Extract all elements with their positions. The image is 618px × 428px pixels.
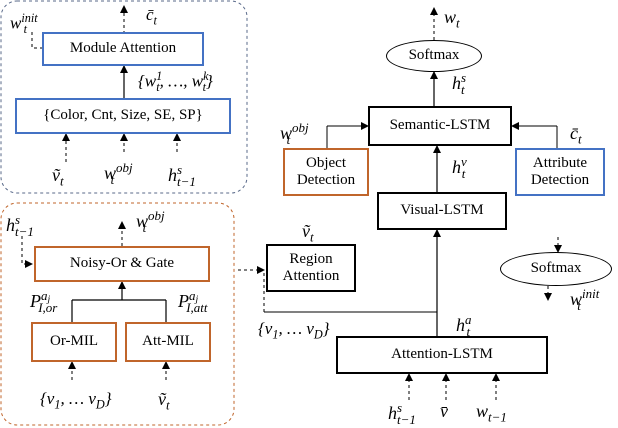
w-prev-label: wt−1	[476, 401, 507, 425]
v-tilde-label: ṽt	[52, 165, 64, 189]
semantic-lstm-box: Semantic-LSTM	[368, 106, 512, 146]
softmax-top-ellipse: Softmax	[386, 40, 482, 72]
att-mil-box: Att-MIL	[125, 322, 211, 362]
mil-group-frame	[0, 202, 235, 426]
w-t-output-label: wt	[444, 7, 460, 31]
h-s-prev-mil-label: hst−1	[6, 212, 34, 239]
h-s-prev-top-label: hst−1	[168, 162, 196, 189]
h-a-label: hat	[456, 312, 472, 339]
attribute-detection-box: Attribute Detection	[515, 148, 605, 196]
w-init-right-label: winitt	[570, 286, 600, 313]
v-set-lstm-label: {v1, … vD}	[258, 319, 330, 342]
c-bar-top-label: c̄t	[146, 5, 157, 28]
v-bar-label: v̄	[440, 401, 448, 421]
arrow-hs-to-noisyor	[21, 236, 33, 268]
p-or-label: PajI,or	[30, 288, 58, 315]
modules-box: {Color, Cnt, Size, SE, SP}	[15, 98, 231, 134]
wk-set-label: {w1t, …, wkt}	[138, 69, 213, 94]
module-group-frame	[0, 0, 248, 194]
or-mil-box: Or-MIL	[31, 322, 117, 362]
softmax-right-ellipse: Softmax	[500, 252, 612, 286]
attention-lstm-box: Attention-LSTM	[336, 336, 548, 374]
h-v-label: hvt	[452, 154, 467, 181]
module-attention-box: Module Attention	[42, 32, 204, 66]
w-obj-mil-label: wobjt	[136, 208, 165, 235]
h-s-label: hst	[452, 70, 467, 97]
w-obj-lstm-label: wobjt	[280, 120, 309, 147]
w-init-label: winitt	[10, 11, 38, 36]
h-s-prev-lstm-label: hst−1	[388, 400, 416, 427]
object-detection-box: Object Detection	[283, 148, 369, 196]
c-bar-lstm-label: c̄t	[570, 123, 582, 147]
v-tilde-lstm-label: ṽt	[302, 221, 314, 245]
noisy-or-gate-box: Noisy-Or & Gate	[34, 246, 210, 282]
v-tilde-mil-label: ṽt	[158, 389, 170, 413]
region-attention-box: Region Attention	[266, 244, 356, 292]
v-set-mil-label: {v1, … vD}	[40, 389, 112, 412]
visual-lstm-box: Visual-LSTM	[377, 192, 507, 230]
p-att-label: PajI,att	[178, 288, 208, 315]
w-obj-label: wobjt	[104, 160, 133, 187]
